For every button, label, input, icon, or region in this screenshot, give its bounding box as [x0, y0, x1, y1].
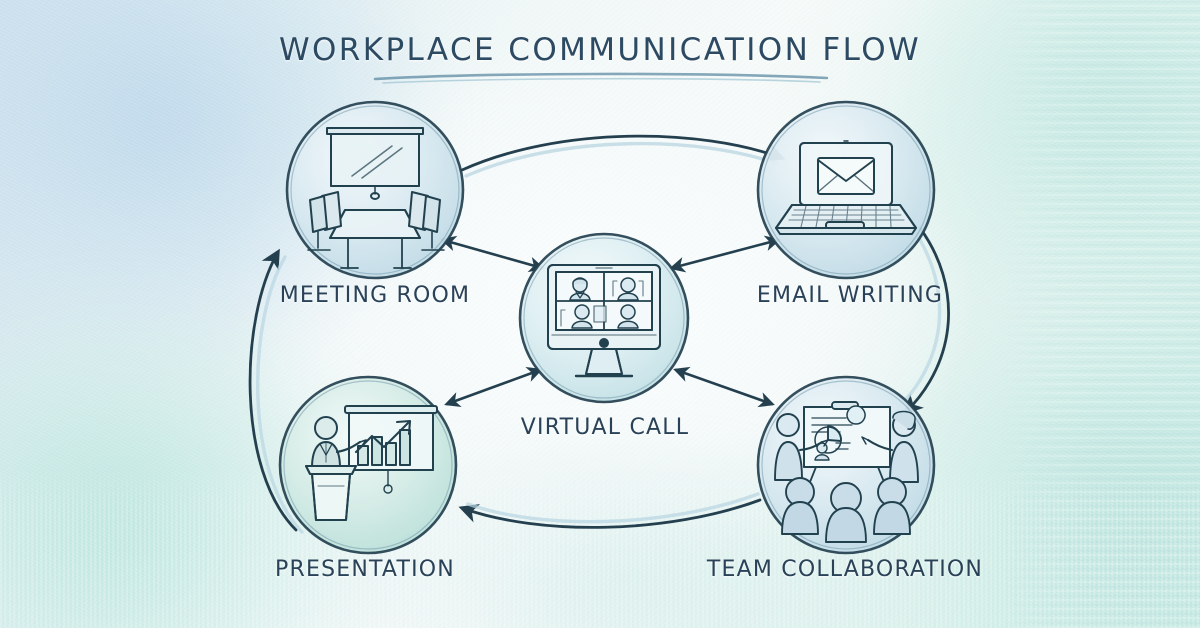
node-virtual-call[interactable] — [518, 232, 690, 404]
node-label-virtual-call: VIRTUAL CALL — [520, 415, 690, 440]
node-label-presentation: PRESENTATION — [275, 557, 455, 582]
connection-hub-presentation — [444, 366, 543, 408]
laptop-envelope-icon — [775, 140, 917, 235]
team-whiteboard-icon — [774, 401, 919, 543]
background-wash-bottom-right — [900, 300, 1200, 628]
conference-room-icon — [307, 127, 445, 269]
node-label-email-writing: EMAIL WRITING — [756, 283, 944, 308]
connection-hub-email — [669, 235, 781, 273]
node-presentation[interactable] — [278, 375, 458, 555]
podium-chart-icon — [305, 405, 438, 521]
node-email-writing[interactable] — [756, 100, 936, 280]
paper-texture-horizontal — [1000, 0, 1200, 628]
node-meeting-room[interactable] — [285, 100, 465, 280]
title-underline — [373, 72, 829, 84]
connection-hub-meeting — [440, 235, 545, 273]
node-team-collaboration[interactable] — [756, 375, 936, 555]
connection-team-to-presentation — [458, 492, 762, 529]
connection-hub-team — [673, 366, 775, 408]
node-label-team-collaboration: TEAM COLLABORATION — [706, 557, 984, 582]
connection-email-to-team — [898, 226, 950, 415]
page-title: WORKPLACE COMMUNICATION FLOW — [278, 32, 922, 68]
connection-meeting-to-email — [460, 134, 786, 178]
connection-presentation-to-meeting — [248, 248, 304, 534]
paper-texture-vertical — [0, 470, 1200, 628]
video-call-monitor-icon — [547, 264, 661, 378]
node-label-meeting-room: MEETING ROOM — [279, 283, 471, 308]
